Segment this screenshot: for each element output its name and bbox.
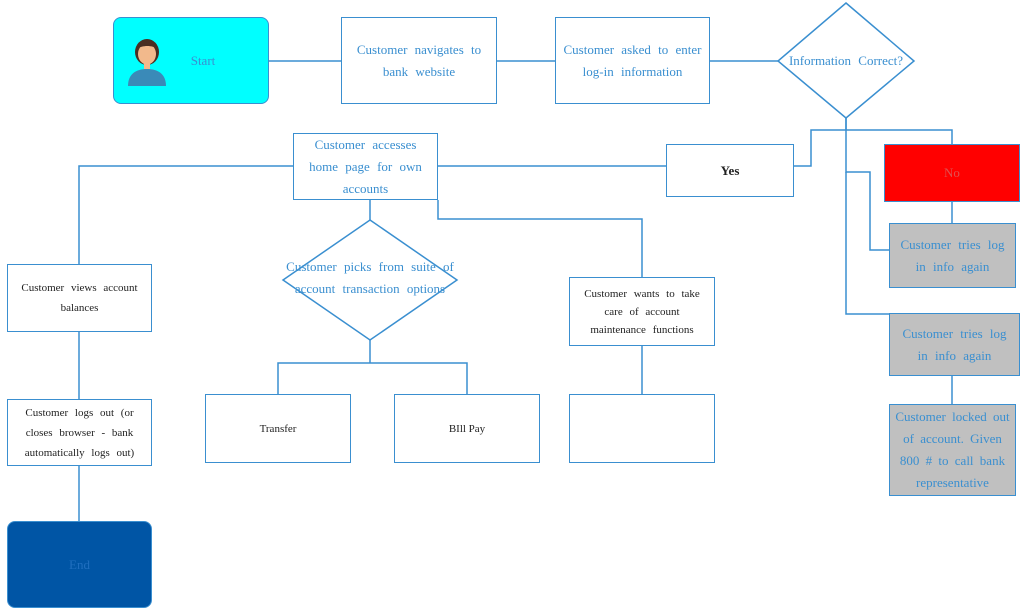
- navigate-step: Customer navigates to bank website: [341, 17, 497, 104]
- person-avatar-icon: [128, 39, 166, 86]
- locked-out-step: Customer locked out of account. Given 80…: [889, 404, 1016, 496]
- maintenance-step: Customer wants to take care of account m…: [569, 277, 715, 346]
- end-node: End: [7, 521, 152, 608]
- yes-branch: Yes: [666, 144, 794, 197]
- maintenance-child-step: [569, 394, 715, 463]
- transfer-label: Transfer: [259, 422, 297, 435]
- home-page-step: Customer accesses home page for own acco…: [293, 133, 438, 200]
- home-page-label: Customer accesses home page for own acco…: [309, 136, 422, 196]
- start-label: Start: [190, 52, 216, 68]
- bill-pay-step: BIll Pay: [394, 394, 540, 463]
- retry-login-label-2: Customer tries log in info again: [902, 325, 1007, 363]
- no-branch: No: [884, 144, 1020, 202]
- maintenance-label: Customer wants to take care of account m…: [584, 287, 700, 336]
- logout-step: Customer logs out (or closes browser - b…: [7, 399, 152, 466]
- login-step: Customer asked to enter log-in informati…: [555, 17, 710, 104]
- end-label: End: [69, 556, 90, 572]
- retry-login-step-1: Customer tries log in info again: [889, 223, 1016, 288]
- decision-label: Information Correct?: [788, 53, 904, 68]
- yes-label: Yes: [720, 162, 740, 178]
- retry-login-label-1: Customer tries log in info again: [900, 236, 1005, 274]
- transfer-step: Transfer: [205, 394, 351, 463]
- view-balances-label: Customer views account balances: [21, 282, 138, 314]
- view-balances-step: Customer views account balances: [7, 264, 152, 332]
- transaction-diamond: [281, 219, 459, 341]
- locked-out-label: Customer locked out of account. Given 80…: [895, 409, 1010, 490]
- transaction-options-label: Customer picks from suite of account tra…: [286, 259, 454, 296]
- login-step-label: Customer asked to enter log-in informati…: [563, 41, 702, 79]
- navigate-step-label: Customer navigates to bank website: [356, 41, 482, 79]
- retry-login-step-2: Customer tries log in info again: [889, 313, 1020, 376]
- logout-label: Customer logs out (or closes browser - b…: [24, 406, 135, 459]
- bill-pay-label: BIll Pay: [448, 422, 486, 435]
- no-label: No: [944, 165, 960, 180]
- decision-diamond: [776, 2, 916, 119]
